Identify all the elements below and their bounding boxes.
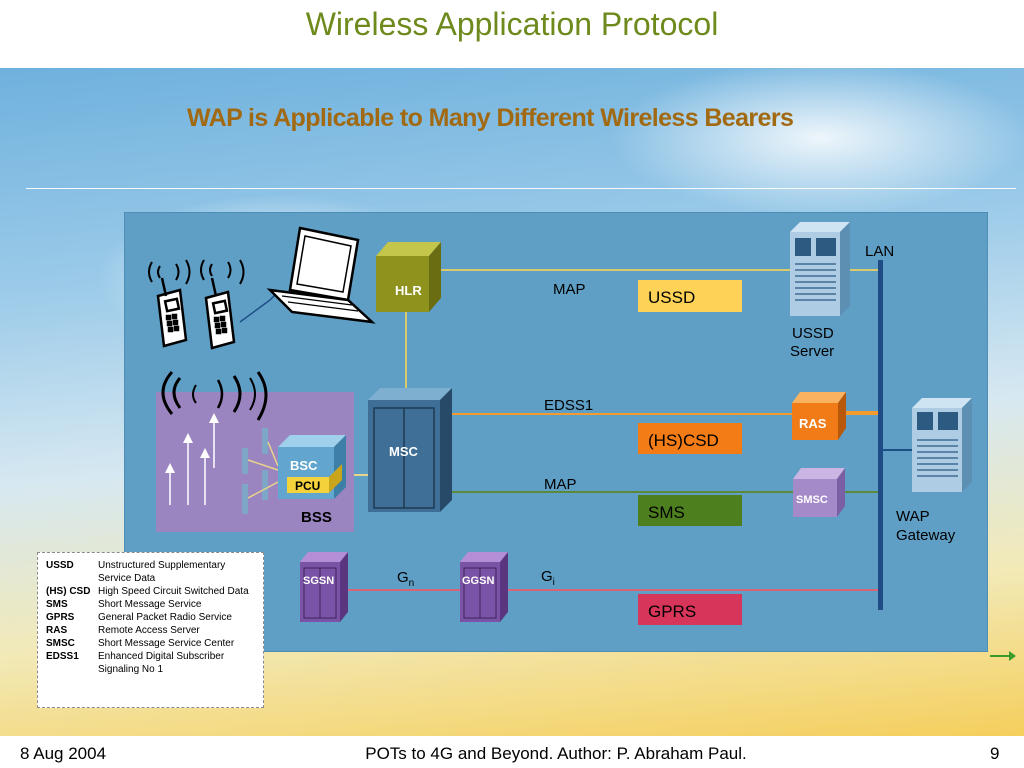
wap-gateway-label-line2: Gateway (896, 527, 956, 544)
legend-row: RAS Remote Access Server (46, 624, 263, 637)
legend-definition: Enhanced Digital Subscriber Signaling No… (98, 651, 225, 675)
next-arrow-icon[interactable] (989, 649, 1017, 663)
bearer-hscsd (638, 423, 742, 454)
bearer-hscsd-label: (HS)CSD (648, 431, 719, 450)
legend-box: USSD Unstructured Supplementary Service … (37, 552, 264, 708)
slide-title: Wireless Application Protocol (305, 6, 719, 42)
hlr-node: HLR (376, 242, 441, 312)
legend-definition: General Packet Radio Service (98, 612, 232, 623)
gn-label: Gn (397, 569, 414, 589)
ggsn-label: GGSN (462, 575, 494, 587)
hlr-label: HLR (395, 283, 422, 298)
legend-abbr: USSD (46, 560, 74, 571)
legend-abbr: SMS (46, 599, 68, 610)
bearer-ussd (638, 280, 742, 312)
lan-bus (878, 260, 883, 610)
legend-abbr: EDSS1 (46, 651, 79, 662)
lan-label: LAN (865, 243, 894, 260)
map-top-label: MAP (553, 281, 586, 298)
legend-definition: Short Message Service Center (98, 638, 235, 649)
mobile-phone-icon-2 (200, 259, 245, 350)
legend-definition: Remote Access Server (98, 625, 200, 636)
slide-subtitle: WAP is Applicable to Many Different Wire… (187, 104, 794, 132)
legend-abbr: RAS (46, 625, 68, 636)
ussd-server-label-line2: Server (790, 343, 834, 360)
legend-row: (HS) CSD High Speed Circuit Switched Dat… (46, 585, 263, 598)
smsc-node: SMSC (793, 468, 845, 517)
gi-label: Gi (541, 568, 555, 588)
legend-abbr: SMSC (46, 638, 75, 649)
legend-row: SMSC Short Message Service Center (46, 637, 263, 650)
ras-label: RAS (799, 416, 827, 431)
legend-abbr: (HS) CSD (46, 586, 91, 597)
laptop-link (239, 299, 271, 323)
ggsn-node: GGSN (460, 552, 508, 622)
bearer-gprs-label: GPRS (648, 602, 696, 621)
sgsn-label: SGSN (303, 575, 334, 587)
bss-label: BSS (301, 509, 332, 526)
bsc-label: BSC (290, 458, 318, 473)
bss-area: BSS (156, 392, 354, 532)
legend-row: GPRS General Packet Radio Service (46, 611, 263, 624)
legend-definition: Unstructured Supplementary Service Data (98, 560, 226, 584)
ras-node: RAS (792, 392, 846, 440)
bearer-gprs (638, 594, 742, 625)
laptop-icon (266, 226, 376, 324)
legend-abbr: GPRS (46, 612, 75, 623)
wap-gateway-icon (912, 398, 972, 492)
antenna-waves-icon (161, 370, 268, 421)
edss1-label: EDSS1 (544, 397, 593, 414)
mobile-phone-icon (148, 259, 191, 348)
footer-author: POTs to 4G and Beyond. Author: P. Abraha… (365, 744, 747, 763)
footer-date: 8 Aug 2004 (20, 744, 107, 763)
bearer-sms-label: SMS (648, 503, 685, 522)
smsc-label: SMSC (796, 494, 828, 506)
legend-row: EDSS1 Enhanced Digital Subscriber Signal… (46, 650, 263, 676)
bearer-sms (638, 495, 742, 526)
legend-definition: High Speed Circuit Switched Data (98, 586, 249, 597)
bsc-node: BSC PCU (278, 435, 346, 499)
msc-node: MSC (368, 388, 452, 512)
legend-definition: Short Message Service (98, 599, 202, 610)
legend-row: USSD Unstructured Supplementary Service … (46, 559, 263, 585)
legend-row: SMS Short Message Service (46, 598, 263, 611)
bearer-ussd-label: USSD (648, 288, 695, 307)
sgsn-node: SGSN (300, 552, 348, 622)
ussd-server-icon (790, 222, 850, 316)
divider (26, 188, 1016, 189)
wap-gateway-label-line1: WAP (896, 508, 930, 525)
pcu-label: PCU (295, 479, 320, 493)
map-mid-label: MAP (544, 476, 577, 493)
page-number: 9 (990, 744, 1000, 763)
msc-label: MSC (389, 444, 419, 459)
ussd-server-label-line1: USSD (792, 325, 834, 342)
